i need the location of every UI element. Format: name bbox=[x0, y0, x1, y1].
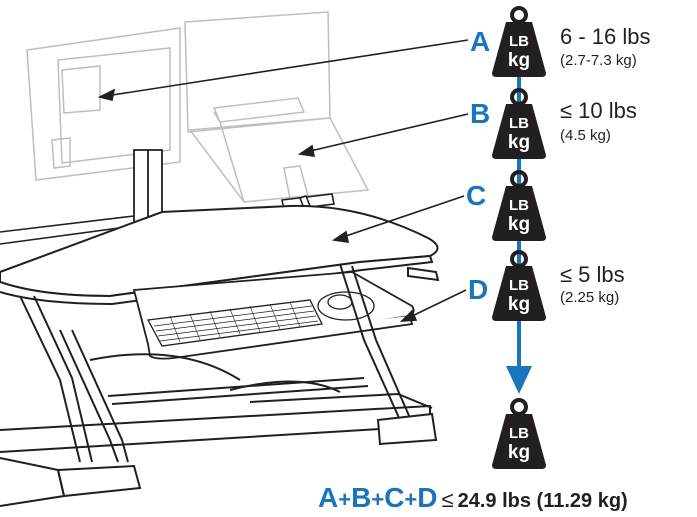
arrow-b bbox=[305, 113, 469, 153]
weight-icon-total: LB kg bbox=[490, 398, 548, 471]
weight-d-lb: LB bbox=[509, 277, 529, 294]
arrow-d bbox=[407, 289, 467, 319]
weight-d-text: ≤ 5 lbs bbox=[560, 262, 625, 287]
total-plus-3: + bbox=[404, 487, 418, 512]
total-b: B bbox=[351, 482, 372, 513]
weight-a-kg: kg bbox=[508, 50, 530, 71]
desk-back-edge bbox=[0, 215, 135, 245]
label-d: D bbox=[468, 274, 489, 305]
arrow-c bbox=[339, 195, 465, 239]
total-value: 24.9 lbs (11.29 kg) bbox=[457, 490, 628, 512]
weight-icon-b: LB kg bbox=[490, 88, 548, 161]
weight-c-kg: kg bbox=[508, 214, 530, 235]
load-arrowhead bbox=[506, 366, 532, 394]
weight-a-text: 6 - 16 lbs bbox=[560, 24, 651, 49]
weight-a-lb: LB bbox=[509, 33, 529, 50]
weight-icon-d: LB kg bbox=[490, 250, 548, 323]
total-equation: A+B+C+D≤24.9 lbs (11.29 kg) bbox=[318, 484, 628, 512]
weight-d-kg: kg bbox=[508, 294, 530, 315]
weight-a-subtext: (2.7-7.3 kg) bbox=[560, 52, 637, 69]
total-c: C bbox=[384, 482, 405, 513]
label-c: C bbox=[466, 180, 487, 211]
weight-b-text: ≤ 10 lbs bbox=[560, 98, 637, 123]
label-a: A bbox=[470, 26, 491, 57]
left-monitor-ghost bbox=[26, 27, 181, 181]
total-plus-1: + bbox=[338, 487, 352, 512]
weight-icon-a: LB kg bbox=[490, 6, 548, 79]
weight-total-kg: kg bbox=[508, 442, 530, 463]
total-a: A bbox=[318, 482, 339, 513]
desk-base bbox=[0, 263, 438, 507]
arrowhead-a bbox=[97, 88, 116, 101]
weight-b-kg: kg bbox=[508, 132, 530, 153]
arrow-a bbox=[105, 39, 469, 97]
keyboard bbox=[146, 299, 323, 347]
arrowhead-c bbox=[331, 230, 350, 243]
weight-c-lb: LB bbox=[509, 197, 529, 214]
mouse-pad bbox=[317, 291, 375, 321]
arrowhead-b bbox=[297, 144, 316, 157]
weight-b-subtext: (4.5 kg) bbox=[560, 127, 611, 144]
laptop-tray-ghost bbox=[188, 97, 370, 203]
weight-icon-c: LB kg bbox=[490, 170, 548, 243]
total-d: D bbox=[417, 482, 438, 513]
weight-b-lb: LB bbox=[509, 115, 529, 132]
label-b: B bbox=[470, 98, 491, 129]
callout-arrows bbox=[97, 39, 469, 322]
weight-total-lb: LB bbox=[509, 425, 529, 442]
total-plus-2: + bbox=[371, 487, 385, 512]
weight-d-subtext: (2.25 kg) bbox=[560, 289, 620, 306]
total-le: ≤ bbox=[441, 487, 454, 512]
arrowhead-d bbox=[399, 309, 418, 322]
